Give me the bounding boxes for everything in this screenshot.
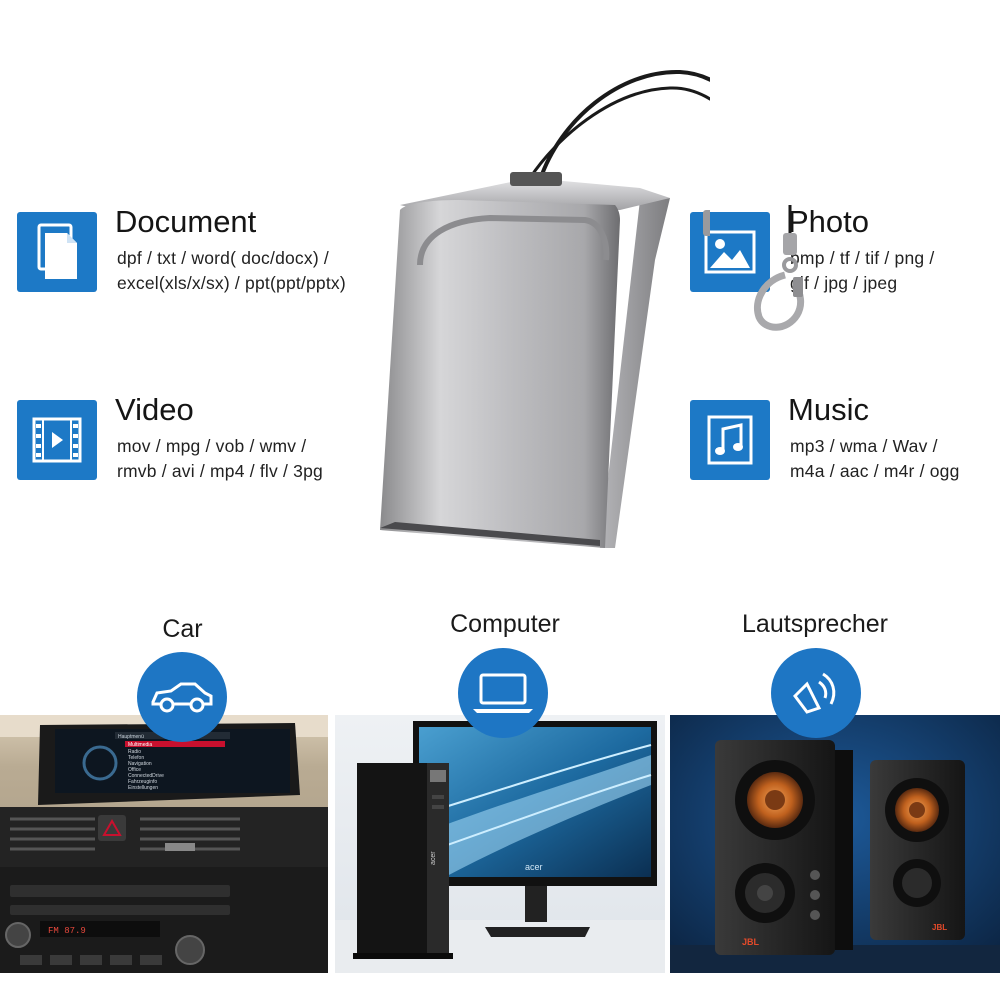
speaker-brand-right: JBL [932,923,947,932]
car-label: Car [162,615,203,643]
music-formats-line1: mp3 / wma / Wav / [790,436,938,456]
car-menu-item: Office [128,767,141,773]
speaker-icon [771,648,861,738]
document-title: Document [115,204,257,239]
music-icon [690,400,770,480]
computer-photo: acer acer [335,715,665,973]
document-formats-line2: excel(xls/x/sx) / ppt(ppt/pptx) [117,273,346,293]
video-formats-line2: rmvb / avi / mp4 / flv / 3pg [117,461,323,481]
lautsprecher-label: Lautsprecher [742,610,888,638]
radio-display: FM 87.9 [48,926,86,936]
music-title: Music [788,392,869,427]
pc-tower-brand: acer [430,851,437,865]
computer-label: Computer [450,610,560,638]
car-menu-item: Radio [128,749,141,755]
video-icon [17,400,97,480]
speaker-photo: JBL JBL [670,715,1000,973]
car-menu-item: Telefon [128,755,144,761]
photo-formats-line1: bmp / tf / tif / png / [790,248,935,268]
car-menu-item: Fahrzeuginfo [128,779,157,785]
laptop-icon [458,648,548,738]
car-menu-item: Multimedia [128,742,152,748]
photo-title: Photo [788,204,870,239]
document-icon [17,212,97,292]
car-icon [137,652,227,742]
lanyard-clasp [745,205,815,335]
car-menu-item: ConnectedDrive [128,773,164,779]
photo-formats-line2: gif / jpg / jpeg [790,273,898,293]
video-formats-line1: mov / mpg / vob / wmv / [117,436,307,456]
document-formats-line1: dpf / txt / word( doc/docx) / [117,248,329,268]
car-dashboard-photo: Hauptmenü Multimedia Radio Telefon Navig… [0,715,328,973]
video-title: Video [115,392,194,427]
car-menu-item: Einstellungen [128,785,158,791]
usb-flash-drive [360,60,782,560]
car-screen-header: Hauptmenü [118,734,144,740]
car-menu-item: Navigation [128,761,152,767]
pc-monitor-brand: acer [525,862,543,872]
speaker-brand-left: JBL [742,937,760,947]
music-formats-line2: m4a / aac / m4r / ogg [790,461,960,481]
